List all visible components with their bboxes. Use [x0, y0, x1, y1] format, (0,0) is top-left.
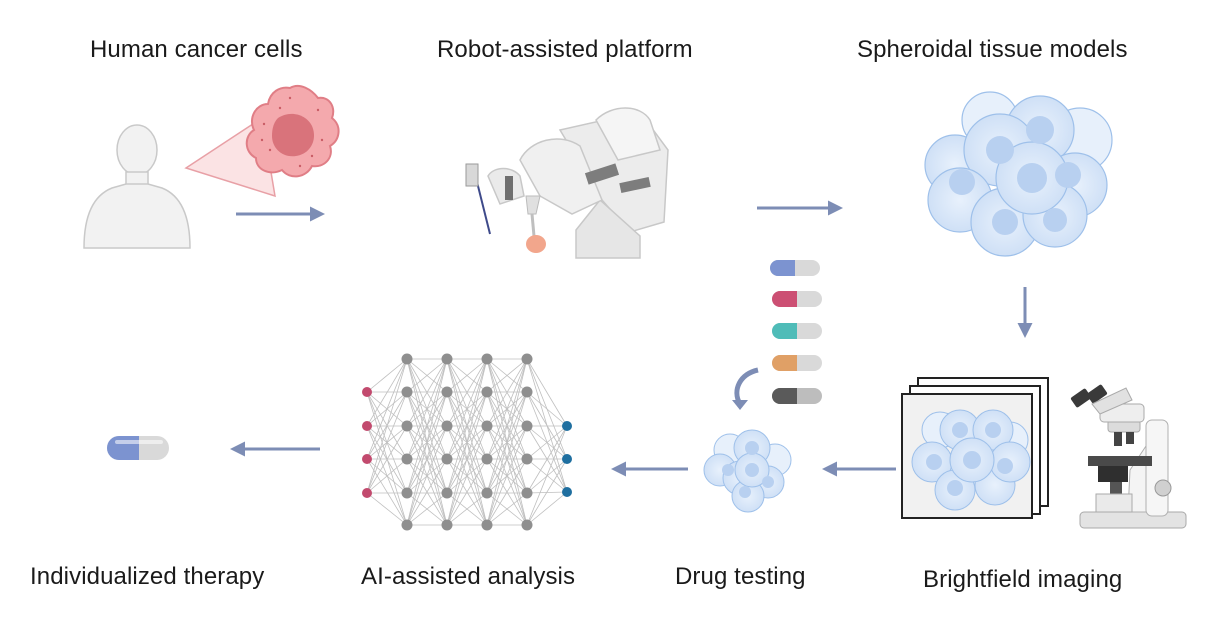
- network-connection: [406, 458, 448, 526]
- drug-spheroid-icon: [703, 429, 792, 513]
- hidden-node: [481, 453, 493, 465]
- label-human-cancer-cells: Human cancer cells: [90, 36, 303, 63]
- hidden-node: [441, 487, 453, 499]
- hidden-node: [481, 420, 493, 432]
- output-node: [562, 421, 572, 431]
- hidden-node: [521, 353, 533, 365]
- hidden-node: [401, 487, 413, 499]
- network-connection: [486, 358, 528, 460]
- hidden-node: [481, 519, 493, 531]
- network-connection: [406, 358, 448, 427]
- hidden-node: [521, 519, 533, 531]
- label-drug-testing: Drug testing: [675, 563, 806, 590]
- network-connection: [406, 391, 448, 526]
- output-node: [562, 487, 572, 497]
- label-individualized-therapy: Individualized therapy: [30, 563, 265, 590]
- hidden-node: [441, 453, 453, 465]
- network-connection: [366, 492, 408, 526]
- network-connection: [446, 358, 488, 460]
- network-connection: [486, 425, 528, 526]
- brightfield-image-stack: [901, 377, 1049, 519]
- network-connection: [526, 391, 568, 460]
- network-connection: [526, 425, 568, 494]
- network-connection: [406, 492, 448, 526]
- network-connection: [486, 358, 528, 427]
- neural-network-icon: [362, 353, 572, 531]
- hidden-node: [401, 453, 413, 465]
- network-connection: [526, 425, 568, 526]
- curved-arrow-icon: [732, 367, 759, 410]
- network-connection: [446, 358, 488, 393]
- network-connection: [486, 358, 528, 494]
- flow-arrows: [230, 200, 1033, 477]
- robot-arm-icon: [465, 107, 669, 259]
- network-connection: [366, 391, 408, 494]
- hidden-node: [521, 386, 533, 398]
- network-connection: [406, 358, 448, 393]
- input-node: [362, 387, 372, 397]
- network-connection: [366, 358, 408, 427]
- hidden-node: [401, 420, 413, 432]
- microscope-icon: [1070, 384, 1187, 529]
- network-connection: [526, 425, 568, 460]
- network-connection: [366, 425, 408, 494]
- pill-capsules-icon: [770, 260, 822, 404]
- hidden-node: [441, 386, 453, 398]
- network-connection: [406, 358, 448, 526]
- hidden-node: [401, 386, 413, 398]
- hidden-node: [481, 487, 493, 499]
- cancer-cell-icon: [245, 84, 340, 178]
- label-robot-platform: Robot-assisted platform: [437, 36, 693, 63]
- network-connection: [406, 358, 448, 494]
- label-brightfield-imaging: Brightfield imaging: [923, 566, 1123, 593]
- network-connection: [486, 492, 528, 526]
- hidden-node: [521, 487, 533, 499]
- input-node: [362, 488, 372, 498]
- network-connection: [446, 358, 488, 526]
- pill-icon: [107, 436, 169, 460]
- input-node: [362, 454, 372, 464]
- hidden-node: [521, 453, 533, 465]
- network-connection: [486, 391, 528, 526]
- hidden-node: [481, 386, 493, 398]
- network-connection: [366, 358, 408, 460]
- hidden-node: [441, 519, 453, 531]
- network-connection: [446, 358, 488, 427]
- network-connection: [446, 492, 488, 526]
- human-figure-icon: [83, 124, 191, 249]
- network-connection: [366, 391, 408, 526]
- network-connection: [446, 391, 488, 526]
- network-connection: [366, 458, 408, 526]
- label-ai-analysis: AI-assisted analysis: [361, 563, 576, 590]
- network-connection: [486, 458, 528, 526]
- hidden-node: [441, 353, 453, 365]
- network-connection: [366, 358, 408, 494]
- network-connection: [406, 358, 448, 460]
- network-connection: [526, 458, 568, 526]
- network-connection: [366, 358, 408, 393]
- network-connection: [366, 458, 408, 494]
- hidden-node: [401, 519, 413, 531]
- output-node: [562, 454, 572, 464]
- network-connection: [486, 358, 528, 393]
- hidden-node: [441, 420, 453, 432]
- network-connection: [526, 391, 568, 427]
- label-spheroid-models: Spheroidal tissue models: [857, 36, 1128, 63]
- network-connection: [446, 358, 488, 494]
- input-node: [362, 421, 372, 431]
- network-connection: [446, 458, 488, 526]
- network-connection: [446, 425, 488, 526]
- network-connection: [526, 358, 568, 427]
- network-connection: [406, 425, 448, 526]
- hidden-node: [401, 353, 413, 365]
- network-connection: [486, 358, 528, 526]
- hidden-node: [481, 353, 493, 365]
- spheroid-icon: [924, 91, 1113, 257]
- hidden-node: [521, 420, 533, 432]
- network-connection: [526, 491, 568, 526]
